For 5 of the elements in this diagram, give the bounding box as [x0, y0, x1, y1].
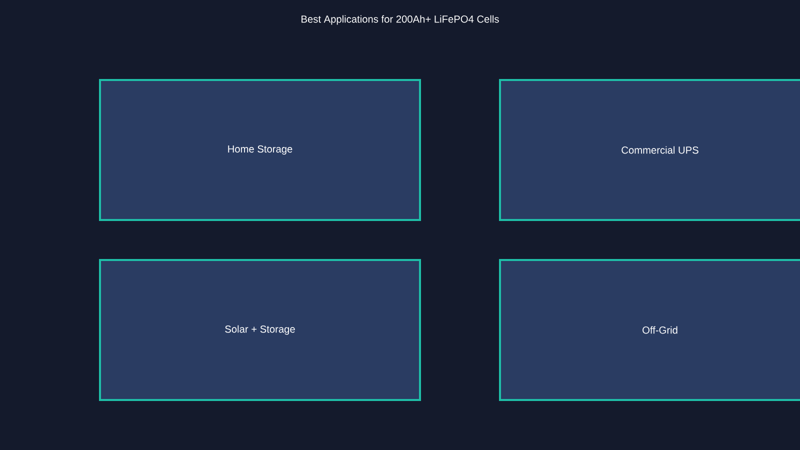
- application-box: Solar + Storage: [99, 259, 421, 401]
- application-box: Commercial UPS: [499, 79, 800, 221]
- application-box: Off-Grid: [499, 259, 800, 401]
- application-box: Home Storage: [99, 79, 421, 221]
- title: Best Applications for 200Ah+ LiFePO4 Cells: [302, 15, 499, 25]
